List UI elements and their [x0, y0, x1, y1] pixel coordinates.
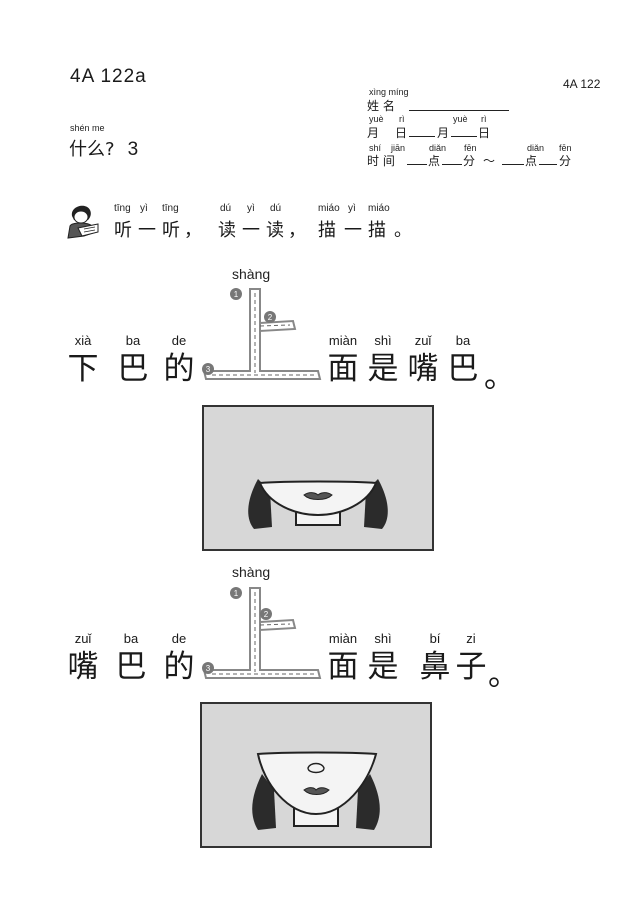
sentence-end: 。: [488, 657, 519, 693]
sentence-end: 。: [484, 359, 515, 395]
worksheet-code: 4A 122a: [70, 66, 147, 87]
trace-pinyin: shàng: [232, 564, 271, 580]
date-field-2[interactable]: [451, 136, 477, 137]
date-field-1[interactable]: [409, 136, 435, 137]
worksheet-code-right: 4A 122: [563, 77, 601, 91]
student-info-block: xìng míng 姓 名 yuè rì yuè rì 月 日 月 日 shí …: [367, 87, 572, 168]
svg-text:2: 2: [268, 313, 273, 322]
svg-text:2: 2: [264, 610, 269, 619]
svg-text:1: 1: [234, 589, 239, 598]
illustration-chin-mouth: [202, 405, 434, 551]
instruction-line: tīng yì tīng dú yì dú miáo yì miáo 听 一 听…: [114, 203, 412, 241]
name-field[interactable]: [409, 110, 509, 111]
time-label: 时 间: [367, 154, 395, 168]
lesson-title: 什么? 3: [69, 139, 139, 160]
reading-child-icon: [64, 202, 100, 240]
svg-text:3: 3: [206, 365, 211, 374]
svg-text:3: 3: [206, 664, 211, 673]
trace-pinyin: shàng: [232, 266, 271, 282]
lesson-pinyin: shén me: [70, 123, 105, 133]
time-field-3[interactable]: [502, 164, 524, 165]
illustration-nose-mouth: [200, 702, 432, 848]
trace-character-shang[interactable]: 1 2 3: [198, 283, 323, 387]
date-month-label: 月: [367, 126, 380, 140]
name-pinyin: xìng míng: [369, 87, 409, 97]
svg-text:1: 1: [234, 290, 239, 299]
name-label: 姓 名: [367, 99, 395, 113]
time-field-2[interactable]: [442, 164, 462, 165]
time-field-4[interactable]: [539, 164, 557, 165]
trace-character-shang[interactable]: 1 2 3: [198, 582, 323, 686]
time-field-1[interactable]: [407, 164, 427, 165]
date-day-label: 日: [395, 126, 408, 140]
